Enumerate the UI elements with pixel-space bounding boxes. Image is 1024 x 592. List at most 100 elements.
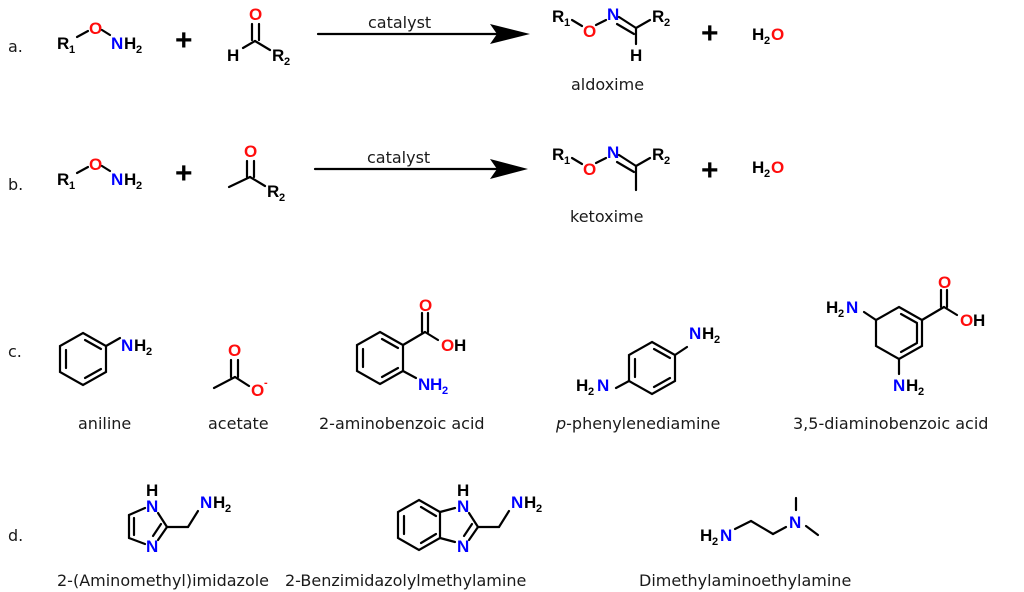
- catalyst-label-b: catalyst: [367, 148, 430, 167]
- svg-text:2: 2: [918, 386, 924, 398]
- svg-text:H: H: [454, 336, 466, 355]
- svg-text:2: 2: [284, 56, 290, 68]
- svg-text:R: R: [57, 170, 69, 189]
- svg-text:H: H: [752, 158, 764, 177]
- svg-text:1: 1: [69, 180, 75, 192]
- svg-text:H: H: [134, 336, 146, 355]
- ketoxime: R 1 O N R 2: [552, 143, 670, 192]
- compound-name: 3,5-diaminobenzoic acid: [793, 414, 988, 433]
- svg-text:2: 2: [664, 17, 670, 29]
- svg-text:H: H: [752, 25, 764, 44]
- svg-text:O: O: [251, 381, 264, 400]
- svg-text:2: 2: [714, 334, 720, 346]
- svg-text:2: 2: [442, 385, 448, 397]
- svg-text:H: H: [430, 375, 442, 394]
- phenylenediamine-structure: N H 2 H 2 N: [576, 324, 720, 398]
- aminomethylimidazole-structure: H N N N H 2: [127, 481, 231, 556]
- svg-text:O: O: [228, 341, 241, 360]
- compound-name: aniline: [78, 414, 131, 433]
- svg-text:N: N: [418, 375, 430, 394]
- svg-text:2: 2: [764, 35, 770, 47]
- svg-text:-: -: [264, 377, 268, 389]
- row-label-c: c.: [8, 342, 22, 361]
- svg-text:2: 2: [146, 346, 152, 358]
- reaction-arrow-b: catalyst: [313, 148, 528, 179]
- svg-text:2: 2: [838, 308, 844, 320]
- svg-text:1: 1: [564, 17, 570, 29]
- svg-text:R: R: [57, 34, 69, 53]
- water-b: H 2 O: [752, 158, 784, 180]
- svg-text:O: O: [244, 142, 257, 161]
- hydroxylamine-a: R 1 O N H 2: [57, 19, 142, 56]
- svg-text:N: N: [511, 493, 523, 512]
- svg-text:N: N: [111, 34, 123, 53]
- hydroxylamine-b: R 1 O N H 2: [57, 155, 142, 192]
- svg-text:2: 2: [536, 503, 542, 515]
- plus-sign: +: [701, 154, 719, 187]
- svg-text:N: N: [457, 497, 469, 516]
- svg-text:H: H: [213, 493, 225, 512]
- svg-text:2: 2: [588, 386, 594, 398]
- svg-text:H: H: [973, 311, 985, 330]
- svg-text:O: O: [771, 25, 784, 44]
- svg-text:H: H: [457, 481, 469, 500]
- svg-text:H: H: [630, 46, 642, 65]
- svg-text:H: H: [146, 481, 158, 500]
- benzimidazolylmethylamine-structure: H N N N H 2: [396, 481, 542, 556]
- svg-text:H: H: [826, 298, 838, 317]
- svg-text:O: O: [938, 273, 951, 292]
- row-label-b: b.: [8, 175, 23, 194]
- svg-text:N: N: [200, 493, 212, 512]
- svg-text:O: O: [583, 160, 596, 179]
- aldehyde: O H R 2: [227, 5, 290, 68]
- svg-text:2: 2: [136, 44, 142, 56]
- svg-text:H: H: [524, 493, 536, 512]
- acetate-structure: O O -: [212, 341, 268, 400]
- svg-text:N: N: [146, 537, 158, 556]
- svg-text:O: O: [960, 311, 973, 330]
- aminobenzoic-acid-structure: O O H N H 2: [355, 296, 466, 397]
- product-name-b: ketoxime: [570, 207, 643, 226]
- ketone: O R 2: [227, 142, 285, 204]
- svg-text:N: N: [846, 298, 858, 317]
- aniline-structure: N H 2: [58, 331, 152, 387]
- svg-text:N: N: [720, 526, 732, 545]
- svg-text:2: 2: [279, 192, 285, 204]
- compound-name: 2-aminobenzoic acid: [319, 414, 485, 433]
- svg-text:2: 2: [225, 503, 231, 515]
- reaction-arrow-a: catalyst: [316, 13, 530, 44]
- dimethylaminoethylamine-structure: H 2 N N: [700, 496, 820, 548]
- row-label-a: a.: [8, 37, 23, 56]
- svg-text:O: O: [583, 22, 596, 41]
- svg-text:1: 1: [69, 44, 75, 56]
- svg-text:O: O: [441, 336, 454, 355]
- svg-text:2: 2: [764, 168, 770, 180]
- svg-text:H: H: [124, 34, 136, 53]
- catalyst-label-a: catalyst: [368, 13, 431, 32]
- svg-text:R: R: [272, 46, 284, 65]
- row-label-d: d.: [8, 526, 23, 545]
- diaminobenzoic-acid-structure: O O H H 2 N N H 2: [826, 273, 985, 398]
- svg-text:N: N: [607, 5, 619, 24]
- svg-text:H: H: [124, 170, 136, 189]
- aldoxime: R 1 O N H R 2: [552, 5, 670, 65]
- svg-text:R: R: [267, 182, 279, 201]
- svg-text:H: H: [576, 376, 588, 395]
- svg-text:O: O: [249, 5, 262, 24]
- compound-name: acetate: [208, 414, 269, 433]
- plus-sign: +: [701, 17, 719, 50]
- product-name-a: aldoxime: [571, 75, 644, 94]
- svg-text:O: O: [89, 19, 102, 38]
- compound-name: Dimethylaminoethylamine: [639, 571, 851, 590]
- compound-name: 2-(Aminomethyl)imidazole: [57, 571, 269, 590]
- svg-text:H: H: [906, 376, 918, 395]
- svg-text:2: 2: [712, 536, 718, 548]
- svg-text:H: H: [227, 46, 239, 65]
- svg-text:N: N: [607, 143, 619, 162]
- svg-text:N: N: [893, 376, 905, 395]
- water-a: H 2 O: [752, 25, 784, 47]
- svg-text:N: N: [597, 376, 609, 395]
- svg-text:O: O: [771, 158, 784, 177]
- svg-text:O: O: [419, 296, 432, 315]
